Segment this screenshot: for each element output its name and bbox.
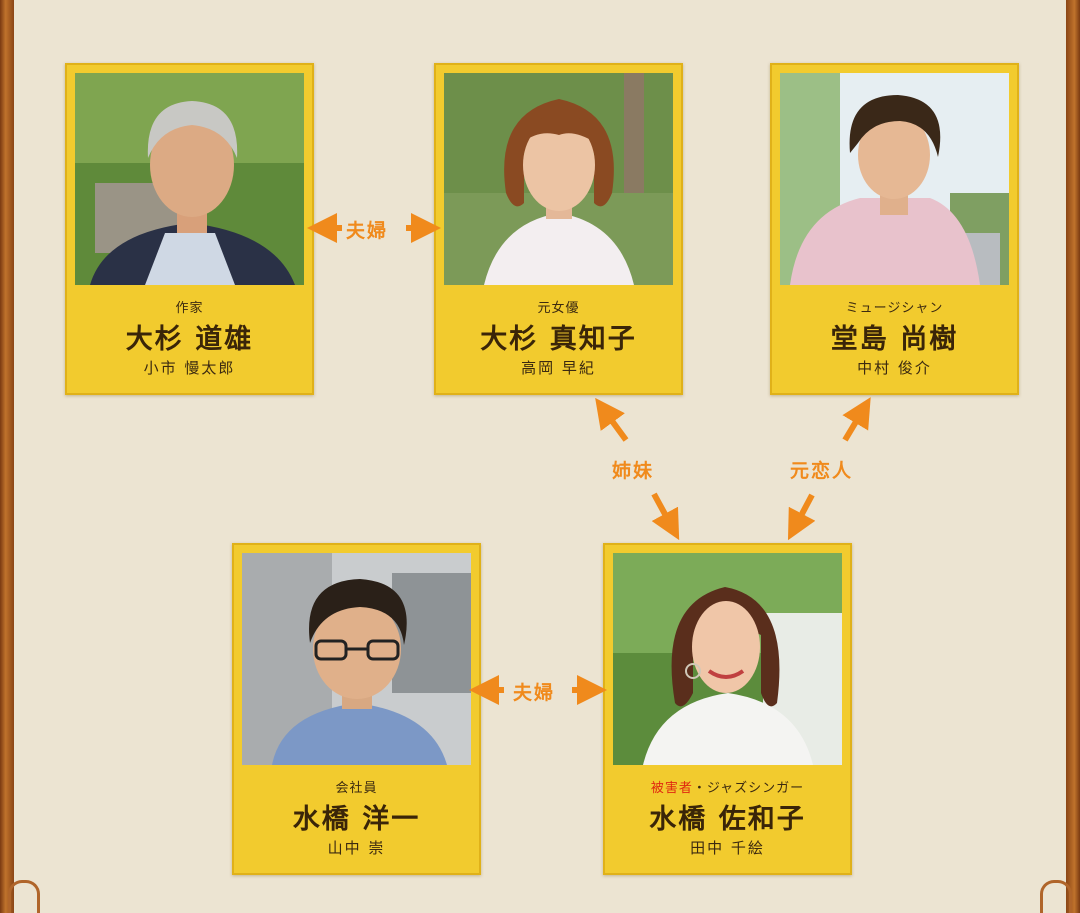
role-label: 元女優 <box>537 301 580 316</box>
portrait-photo-michio <box>75 73 304 285</box>
actor-name: 中村 俊介 <box>857 359 932 377</box>
character-card-naoki[interactable]: ミュージシャン 堂島 尚樹 中村 俊介 <box>770 63 1019 395</box>
role-label: ミュージシャン <box>845 301 944 316</box>
arrow-exlovers-up <box>842 397 871 442</box>
actor-name: 田中 千絵 <box>690 839 765 857</box>
arrow-sisters-up <box>595 397 629 442</box>
corner-ornament-right <box>1040 880 1072 913</box>
corner-ornament-left <box>8 880 40 913</box>
arrow-exlovers-down <box>787 493 816 541</box>
actor-name: 小市 慢太郎 <box>143 359 236 377</box>
relation-label-top-couple: 夫婦 <box>346 220 389 242</box>
relation-label-bottom-couple: 夫婦 <box>513 682 556 704</box>
role-label: 会社員 <box>335 781 378 796</box>
role-label-rest: ・ジャズシンガー <box>692 781 805 796</box>
frame-left-border <box>0 0 14 913</box>
actor-name: 高岡 早紀 <box>521 359 596 377</box>
role-label: 被害者・ジャズシンガー <box>605 777 850 796</box>
character-name: 大杉 道雄 <box>125 324 254 355</box>
role-label: 作家 <box>175 301 204 316</box>
frame-right-border <box>1066 0 1080 913</box>
portrait-photo-machiko <box>444 73 673 285</box>
character-card-machiko[interactable]: 元女優 大杉 真知子 高岡 早紀 <box>434 63 683 395</box>
character-name: 水橋 佐和子 <box>649 804 806 835</box>
actor-name: 山中 崇 <box>327 839 386 857</box>
arrow-sisters-down <box>651 492 680 541</box>
portrait-photo-yoichi <box>242 553 471 765</box>
portrait-photo-sawako <box>613 553 842 765</box>
portrait-photo-naoki <box>780 73 1009 285</box>
relation-label-sisters: 姉妹 <box>612 460 655 482</box>
relation-label-ex-lovers: 元恋人 <box>790 460 854 482</box>
character-name: 堂島 尚樹 <box>830 324 959 355</box>
character-card-michio[interactable]: 作家 大杉 道雄 小市 慢太郎 <box>65 63 314 395</box>
victim-label: 被害者 <box>650 781 693 796</box>
character-name: 水橋 洋一 <box>292 804 421 835</box>
character-card-sawako[interactable]: 被害者・ジャズシンガー 水橋 佐和子 田中 千絵 <box>603 543 852 875</box>
character-name: 大杉 真知子 <box>480 324 637 355</box>
character-card-yoichi[interactable]: 会社員 水橋 洋一 山中 崇 <box>232 543 481 875</box>
